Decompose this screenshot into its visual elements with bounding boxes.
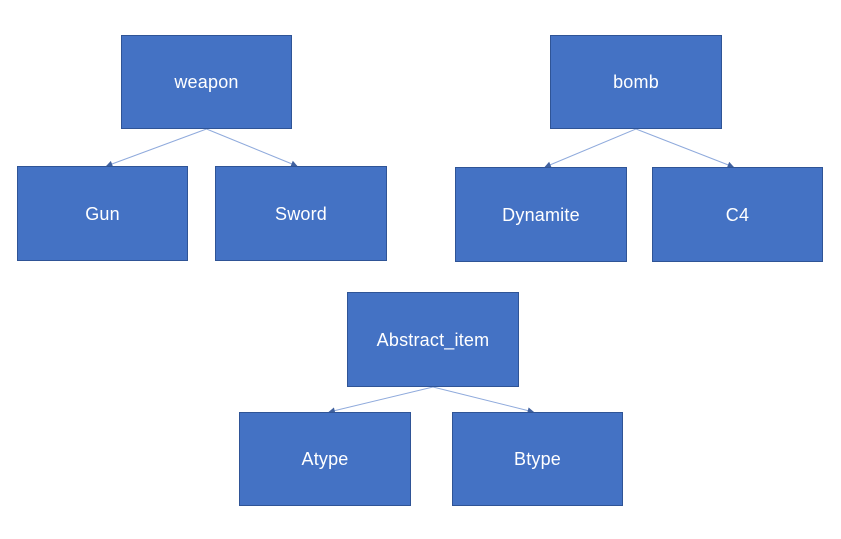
node-bomb[interactable]: bomb: [550, 35, 722, 129]
connector-weapon-gun: [105, 128, 207, 168]
node-label-abstract_item: Abstract_item: [376, 329, 490, 350]
node-abstract_item[interactable]: Abstract_item: [347, 292, 519, 387]
node-sword[interactable]: Sword: [215, 166, 387, 261]
node-label-dynamite: Dynamite: [502, 204, 580, 225]
node-dynamite[interactable]: Dynamite: [455, 167, 627, 262]
node-atype[interactable]: Atype: [239, 412, 411, 506]
node-label-weapon: weapon: [174, 72, 239, 92]
node-btype[interactable]: Btype: [452, 412, 623, 506]
connector-abstract_item-atype: [328, 386, 434, 414]
node-label-btype: Btype: [513, 449, 562, 469]
connector-bomb-dynamite: [544, 128, 637, 168]
connector-bomb-c4: [635, 128, 735, 168]
node-label-c4: C4: [725, 204, 750, 225]
node-weapon[interactable]: weapon: [121, 35, 292, 129]
node-label-bomb: bomb: [613, 72, 659, 92]
node-label-gun: Gun: [85, 203, 120, 224]
node-gun[interactable]: Gun: [17, 166, 188, 261]
node-c4[interactable]: C4: [652, 167, 823, 262]
node-label-sword: Sword: [274, 203, 328, 224]
connector-weapon-sword: [206, 128, 298, 167]
node-label-atype: Atype: [301, 449, 349, 469]
connector-abstract_item-btype: [432, 386, 535, 414]
